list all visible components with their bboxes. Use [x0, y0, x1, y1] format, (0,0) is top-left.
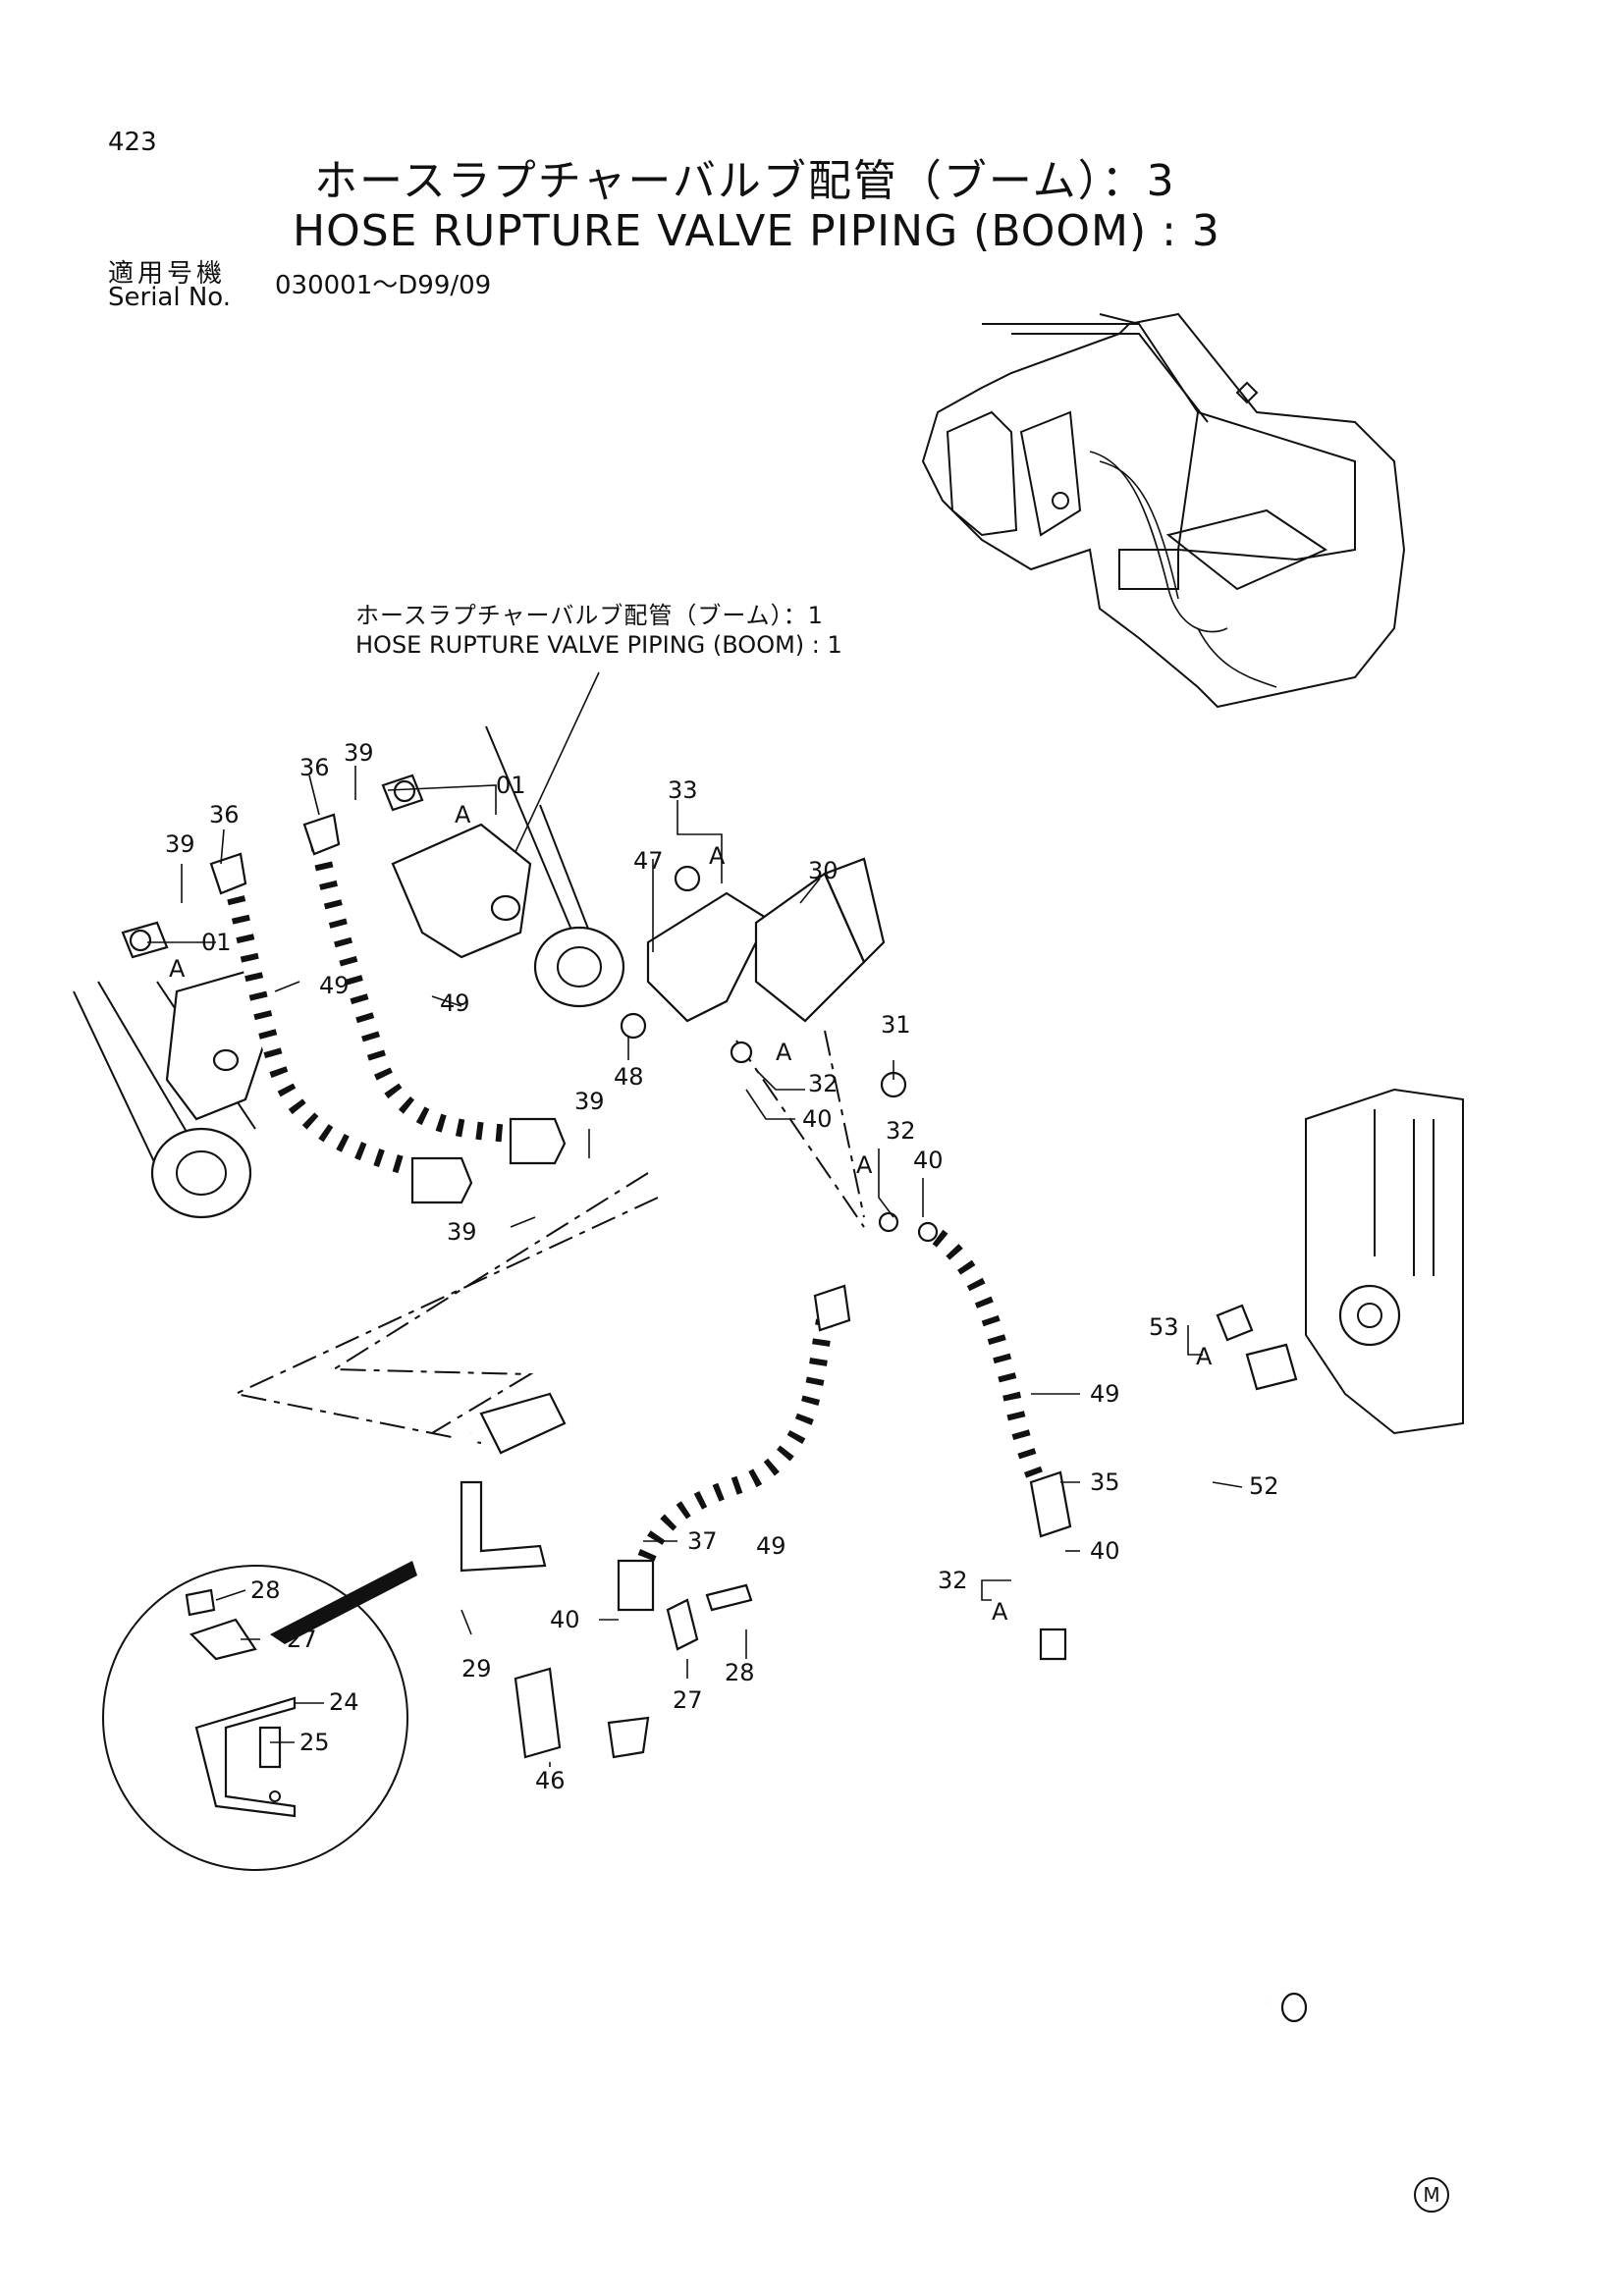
callout-49: 49 [440, 989, 470, 1017]
callout-49: 49 [319, 972, 350, 999]
callout-a: A [776, 1039, 792, 1066]
callout-36: 36 [209, 801, 240, 828]
leader-lines [147, 766, 1243, 1767]
right-hose-rupture-valve [381, 725, 625, 1008]
machine-overview-illustration [921, 312, 1406, 709]
callout-01: 01 [496, 772, 526, 799]
callout-32: 32 [808, 1070, 839, 1097]
callout-47: 47 [633, 847, 664, 875]
callout-a: A [856, 1151, 873, 1179]
hose-49-pair [209, 813, 567, 1204]
callout-27: 27 [287, 1626, 317, 1653]
connection-line-d [824, 1030, 865, 1218]
hose-35 [878, 1211, 1072, 1538]
callout-33: 33 [668, 776, 698, 804]
callout-a: A [169, 955, 186, 983]
callout-39: 39 [344, 739, 374, 767]
callout-39: 39 [447, 1218, 477, 1246]
pipe-52 [919, 1343, 1308, 2023]
reference-title-english: HOSE RUPTURE VALVE PIPING (BOOM) : 1 [355, 631, 842, 659]
left-hose-rupture-valve [73, 921, 267, 1219]
callout-49: 49 [756, 1532, 786, 1560]
callout-40: 40 [1090, 1537, 1120, 1565]
callout-a: A [1196, 1343, 1213, 1370]
page-title-japanese: ホースラプチャーバルブ配管（ブーム）：3 [314, 156, 1176, 206]
callout-40: 40 [802, 1105, 833, 1133]
callout-40: 40 [913, 1147, 944, 1174]
callout-29: 29 [461, 1655, 492, 1682]
callout-35: 35 [1090, 1468, 1120, 1496]
reference-title-japanese: ホースラプチャーバルブ配管（ブーム）：1 [355, 602, 824, 629]
connection-line-b [232, 1197, 659, 1444]
clamps [514, 1583, 753, 1759]
callout-48: 48 [614, 1063, 644, 1091]
connection-line-c [735, 1040, 865, 1228]
callout-37: 37 [687, 1527, 718, 1555]
callout-46: 46 [535, 1767, 566, 1794]
callout-28: 28 [725, 1659, 755, 1686]
bracket-and-block [620, 857, 907, 1098]
pipe-29 [396, 1392, 650, 1759]
control-valve-block [1216, 1088, 1464, 1435]
callout-30: 30 [808, 857, 839, 884]
callout-49: 49 [1090, 1380, 1120, 1408]
callout-a: A [709, 842, 726, 870]
callout-25: 25 [299, 1729, 330, 1756]
serial-label-english: Serial No. [108, 283, 231, 312]
page-title-english: HOSE RUPTURE VALVE PIPING (BOOM) : 3 [293, 206, 1220, 256]
connection-line-a [330, 1172, 649, 1434]
callout-53: 53 [1149, 1313, 1179, 1341]
callout-24: 24 [329, 1688, 359, 1716]
detail-view [102, 1561, 417, 1871]
callout-36: 36 [299, 754, 330, 781]
callout-01: 01 [201, 929, 232, 956]
page-number: 423 [108, 128, 157, 157]
callout-32: 32 [938, 1567, 968, 1594]
callout-a: A [455, 801, 471, 828]
callout-28: 28 [250, 1576, 281, 1604]
serial-range: 030001～D99/09 [275, 271, 492, 300]
callout-52: 52 [1249, 1472, 1279, 1500]
hose-37 [617, 1284, 851, 1612]
manufacturer-mark: M [1414, 2177, 1449, 2213]
callout-40: 40 [550, 1606, 580, 1633]
serial-label-japanese: 適用号機 [108, 259, 227, 289]
callout-39: 39 [574, 1088, 605, 1115]
callout-39: 39 [165, 830, 195, 858]
callout-31: 31 [881, 1011, 911, 1039]
callout-a: A [992, 1598, 1008, 1626]
callout-27: 27 [673, 1686, 703, 1714]
callout-32: 32 [886, 1117, 916, 1145]
